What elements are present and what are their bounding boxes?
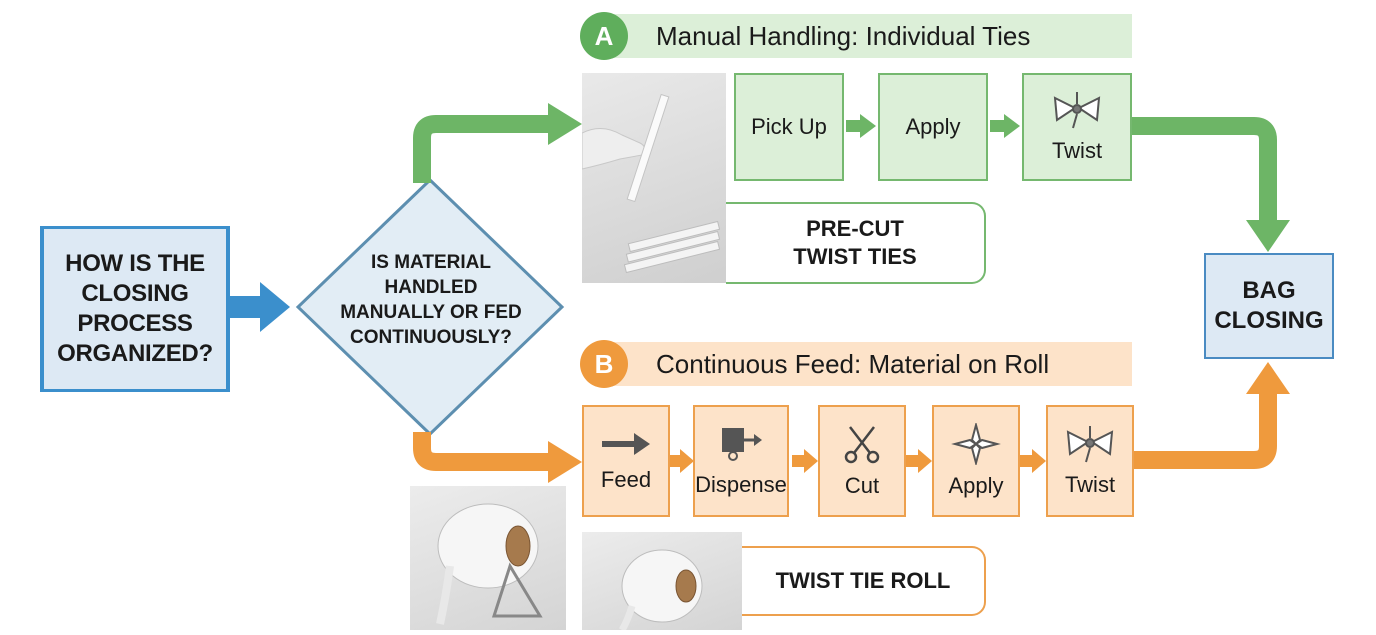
pre-cut-twist-ties-label: PRE-CUT TWIST TIES — [726, 202, 986, 284]
arrow-head-path-b — [548, 441, 582, 483]
step-b-dispense-label: Dispense — [695, 472, 787, 497]
step-b-cut: Cut — [818, 405, 906, 517]
twist-tie-roll-label: TWIST TIE ROLL — [742, 546, 986, 616]
arrow-path-b-to-result — [1132, 392, 1277, 469]
arrow-apply-to-twist-b — [1020, 449, 1046, 473]
step-b-feed-label: Feed — [600, 467, 652, 492]
path-b-title: Continuous Feed: Material on Roll — [656, 348, 1050, 379]
step-a-apply-label: Apply — [905, 114, 961, 139]
step-b-twist-label: Twist — [1064, 472, 1116, 497]
arrow-cut-to-apply — [906, 449, 932, 473]
arrow-head-path-a-result — [1246, 220, 1290, 252]
path-b-badge: B — [580, 340, 628, 388]
arrow-head-path-a — [548, 103, 582, 145]
step-a-pick-up-label: Pick Up — [751, 114, 827, 139]
scissors-icon — [844, 426, 880, 464]
step-b-twist: Twist — [1046, 405, 1134, 517]
twist-tie-roll-photo — [582, 532, 742, 632]
step-a-pick-up: Pick Up — [734, 73, 844, 181]
start-question-box: HOW IS THE CLOSING PROCESS ORGANIZED? — [40, 226, 230, 392]
arrow-start-to-decision — [228, 282, 290, 332]
path-a-title: Manual Handling: Individual Ties — [656, 20, 1031, 51]
step-b-cut-label: Cut — [844, 473, 880, 498]
arrow-dispense-to-cut — [792, 449, 818, 473]
step-a-twist: Twist — [1022, 73, 1132, 181]
twist-tie-roll-on-stand-photo — [410, 486, 566, 630]
dispenser-icon — [722, 428, 762, 461]
step-b-feed: Feed — [582, 405, 670, 517]
arrow-head-path-b-result — [1246, 362, 1290, 394]
arrow-feed-to-dispense — [670, 449, 694, 473]
step-b-apply: Apply — [932, 405, 1020, 517]
roll-illustration — [618, 549, 703, 632]
twist-tie-cross-icon — [951, 423, 1001, 465]
hand-with-tie-illustration — [581, 93, 721, 274]
path-a-badge: A — [580, 12, 628, 60]
twist-tie-bow-icon — [1053, 92, 1101, 129]
arrow-path-a-to-result — [1132, 117, 1277, 222]
roll-on-stand-illustration — [436, 503, 543, 625]
step-b-apply-label: Apply — [948, 473, 1004, 498]
step-a-apply: Apply — [878, 73, 988, 181]
arrow-decision-to-path-b — [413, 432, 552, 471]
step-a-twist-label: Twist — [1051, 138, 1103, 163]
arrow-pickup-to-apply — [846, 114, 876, 138]
path-b-header: Continuous Feed: Material on Roll — [598, 342, 1132, 386]
arrow-right-icon — [602, 433, 650, 455]
twist-tie-bow-icon — [1066, 426, 1114, 463]
pre-cut-twist-ties-photo — [581, 73, 726, 283]
arrow-apply-to-twist-a — [990, 114, 1020, 138]
step-b-dispense: Dispense — [693, 405, 789, 517]
arrow-decision-to-path-a — [413, 115, 552, 183]
path-a-header: Manual Handling: Individual Ties — [598, 14, 1132, 58]
decision-question: IS MATERIAL HANDLED MANUALLY OR FED CONT… — [340, 252, 522, 348]
result-box: BAG CLOSING — [1204, 253, 1334, 359]
